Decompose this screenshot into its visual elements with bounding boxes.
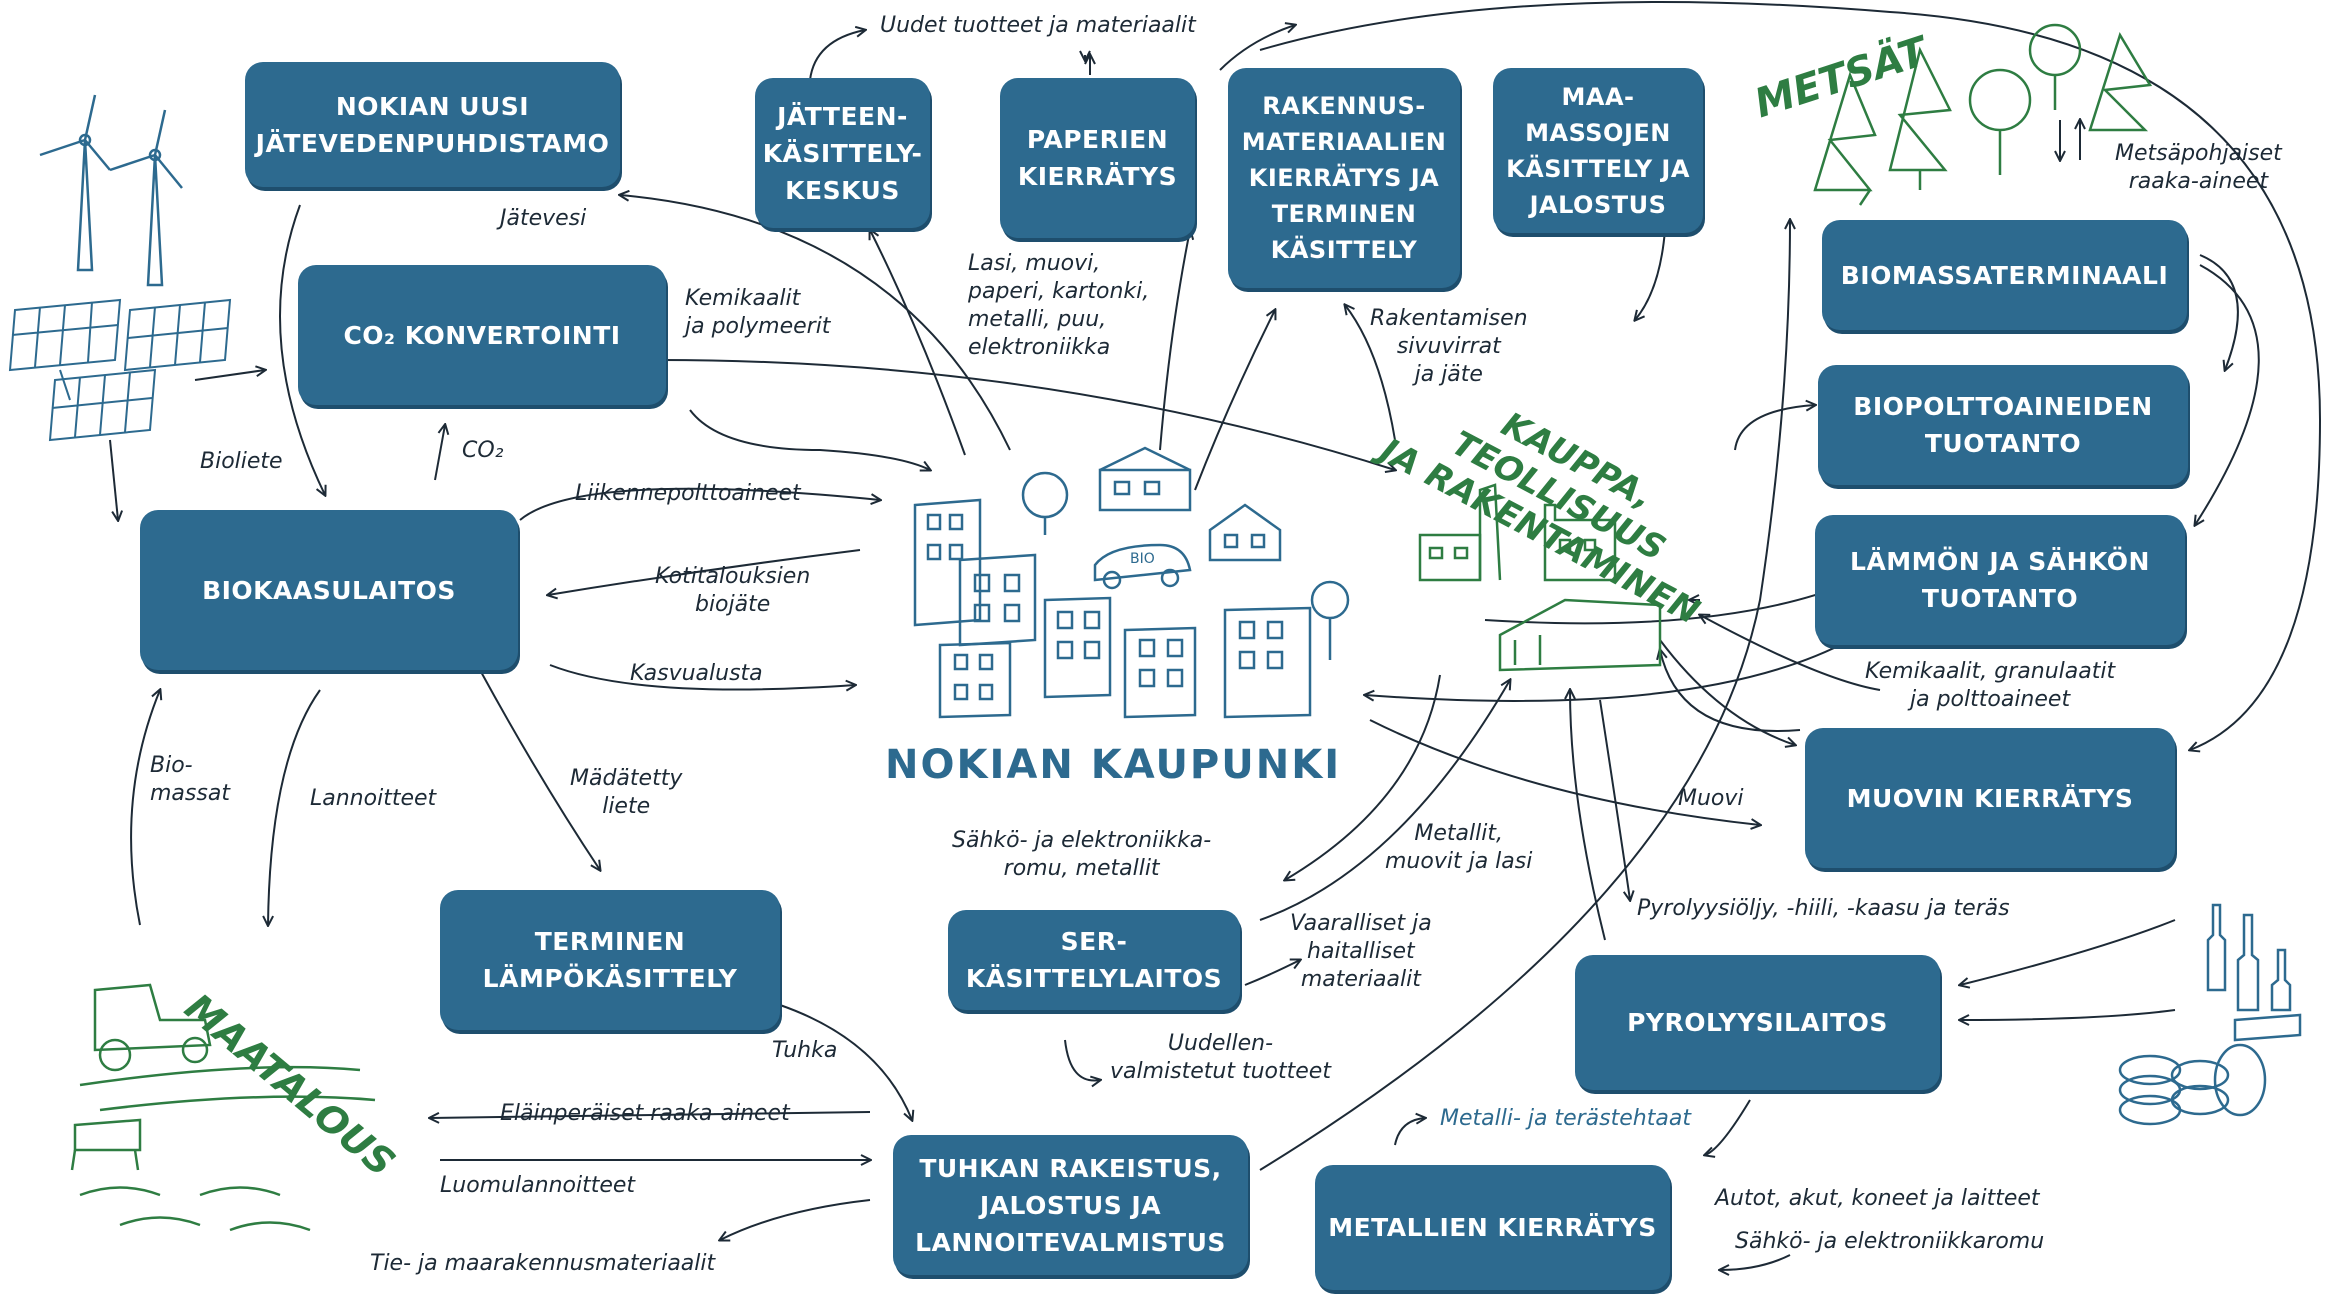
label-kemikaalit-granulaatit: Kemikaalit, granulaatit ja polttoaineet — [1865, 659, 2116, 712]
label-uudellen: Uudellen- valmistetut tuotteet — [1110, 1031, 1331, 1084]
arrow-madatetty — [479, 669, 600, 870]
arrow-lannoitteet — [268, 689, 321, 925]
arrow-kotitalous-biojate — [548, 549, 861, 595]
label-lannoitteet: Lannoitteet — [310, 786, 437, 811]
label-biomassat: Bio- massat — [150, 753, 230, 806]
arrow-co2 — [434, 425, 445, 481]
box-biomassaterminaali: BIOMASSATERMINAALI — [1822, 220, 2187, 330]
label-tie-maarakennus: Tie- ja maarakennusmateriaalit — [370, 1251, 716, 1276]
arrow-co2-city — [689, 409, 930, 470]
label-co2: CO₂ — [462, 438, 504, 463]
arrow-kemikaalit-industry — [659, 359, 1395, 470]
box-tuhkan-rakeistus: TUHKAN RAKEISTUS, JALOSTUS JA LANNOITEVA… — [893, 1135, 1248, 1275]
arrow-top-loop-muovi — [1259, 0, 2322, 750]
arrow-tuhka — [779, 1004, 912, 1120]
label-uudet-tuotteet: Uudet tuotteet ja materiaalit — [880, 13, 1196, 38]
arrow-tie-maarakennus — [720, 1199, 871, 1240]
arrow-uudellen — [1064, 1039, 1100, 1081]
arrow-industry-rakennus — [1345, 305, 1396, 441]
label-elainperaiset: Eläinperäiset raaka-aineet — [500, 1101, 790, 1126]
label-rakentamisen: Rakentamisen sivuvirrat ja jäte — [1370, 306, 1528, 387]
arrow-city-jatevesi — [620, 195, 1011, 451]
arrow-industry-pyrolyysi — [1599, 699, 1630, 900]
box-ser-kasittelylaitos: SER- KÄSITTELYLAITOS — [948, 910, 1240, 1010]
box-muovin-kierratys: MUOVIN KIERRÄTYS — [1805, 728, 2175, 868]
arrow-city-jatteen — [870, 230, 966, 456]
arrow-ser-industry — [1259, 680, 1510, 921]
box-terminen-lampokasittely: TERMINEN LÄMPÖKÄSITTELY — [440, 890, 780, 1030]
box-co2-konvertointi: CO₂ KONVERTOINTI — [298, 265, 666, 405]
arrow-bioliete — [279, 204, 325, 495]
label-liikennepolttoaineet: Liikennepolttoaineet — [575, 481, 801, 506]
arrow-muovi — [1659, 639, 1795, 745]
label-vaaralliset: Vaaralliset ja haitalliset materiaalit — [1290, 911, 1432, 992]
arrow-kemikaalit-granulaatit — [1365, 639, 1851, 702]
arrow-lammon-industry — [1700, 615, 1881, 691]
arrow-wind-biokaasu — [109, 439, 118, 520]
city-buildings-icon — [913, 446, 1350, 719]
title-nokian-kaupunki: NOKIAN KAUPUNKI — [885, 742, 1342, 788]
label-madatetty: Mädätetty liete — [570, 766, 683, 819]
arrow-maamassat — [1635, 229, 1666, 320]
arrow-liikennepolttoaineet — [519, 487, 880, 521]
wind-turbine-icon — [39, 94, 183, 287]
arrow-bottles-pyro — [1960, 919, 2176, 985]
label-kasvualusta: Kasvualusta — [630, 661, 763, 686]
box-rakennusmateriaalien: RAKENNUS- MATERIAALIEN KIERRÄTYS JA TERM… — [1228, 68, 1460, 288]
arrow-solar-co2 — [194, 370, 265, 381]
label-sahko-elektroniikka: Sähkö- ja elektroniikka- romu, metallit — [952, 828, 1212, 881]
label-lasi-muovi: Lasi, muovi, paperi, kartonki, metalli, … — [968, 251, 1150, 360]
label-pyrolyysioljy: Pyrolyysiöljy, -hiili, -kaasu ja teräs — [1637, 896, 2010, 921]
label-kemikaalit-polymeerit: Kemikaalit ja polymeerit — [685, 286, 831, 339]
label-metallit-muovit: Metallit, muovit ja lasi — [1385, 821, 1533, 874]
box-pyrolyysilaitos: PYROLYYSILAITOS — [1575, 955, 1940, 1090]
solar-panel-icon — [8, 298, 232, 442]
box-paperien-kierratys: PAPERIEN KIERRÄTYS — [1000, 78, 1195, 238]
arrow-city-rakennus — [1194, 310, 1275, 491]
arrow-pyrolyysi-industry — [1570, 690, 1606, 941]
box-biopolttoaineiden: BIOPOLTTOAINEIDEN TUOTANTO — [1818, 365, 2188, 485]
label-tuhka: Tuhka — [772, 1038, 838, 1063]
flow-arrows — [109, 0, 2322, 1270]
arrow-city-muovi — [1369, 719, 1760, 825]
bio-car-label: BIO — [1130, 551, 1155, 567]
box-maamassojen: MAA- MASSOJEN KÄSITTELY JA JALOSTUS — [1493, 68, 1703, 233]
box-metallien-kierratys: METALLIEN KIERRÄTYS — [1315, 1165, 1670, 1290]
arrow-to-metallien — [1720, 1254, 1791, 1270]
arrow-elainperaiset — [430, 1111, 871, 1118]
forest-icon — [1813, 23, 2153, 206]
arrow-biomassa-lammon — [2195, 264, 2260, 525]
label-sahko-elektroniikkaromu: Sähkö- ja elektroniikkaromu — [1735, 1229, 2045, 1254]
box-lammon-sahkon: LÄMMÖN JA SÄHKÖN TUOTANTO — [1815, 515, 2185, 645]
label-kotitalouksien: Kotitalouksien biojäte — [655, 564, 811, 617]
arrow-vaaralliset — [1244, 960, 1300, 986]
label-metalli-terastehtaat: Metalli- ja terästehtaat — [1440, 1106, 1691, 1131]
box-jatteenkasittely: JÄTTEEN- KÄSITTELY- KESKUS — [755, 78, 930, 228]
box-jatevedenpuhdistamo: NOKIAN UUSI JÄTEVEDENPUHDISTAMO — [245, 62, 620, 187]
label-luomulannoitteet: Luomulannoitteet — [440, 1173, 636, 1198]
label-muovi: Muovi — [1678, 786, 1744, 811]
bottles-icon — [2206, 903, 2302, 1042]
arrow-metalli-terastehtaat — [1394, 1118, 1425, 1146]
label-jatevesi: Jätevesi — [500, 206, 587, 231]
arrow-biomassat — [130, 690, 160, 926]
arrow-tires-pyro — [1960, 1009, 2176, 1020]
label-bioliete: Bioliete — [200, 449, 283, 474]
label-autot-akut: Autot, akut, koneet ja laitteet — [1715, 1186, 2040, 1211]
arrow-industry-biopoltto — [1734, 405, 1815, 451]
arrow-kasvualusta — [549, 664, 855, 690]
label-metsapohjaiset: Metsäpohjaiset raaka-aineet — [2115, 141, 2282, 194]
arrow-tuhka-long — [1259, 220, 1790, 1171]
box-biokaasulaitos: BIOKAASULAITOS — [140, 510, 518, 670]
agriculture-icon — [70, 983, 376, 1232]
industry-icon — [1418, 483, 1662, 672]
tires-icon — [2118, 1043, 2267, 1126]
arrow-rakennus-uudet — [1219, 25, 1295, 71]
arrow-to-uudet-tuotteet — [809, 30, 865, 81]
arrow-city-paperi — [1159, 230, 1190, 451]
arrow-city-ser — [1285, 674, 1441, 880]
arrow-biomassa-biopoltto — [2199, 254, 2239, 370]
